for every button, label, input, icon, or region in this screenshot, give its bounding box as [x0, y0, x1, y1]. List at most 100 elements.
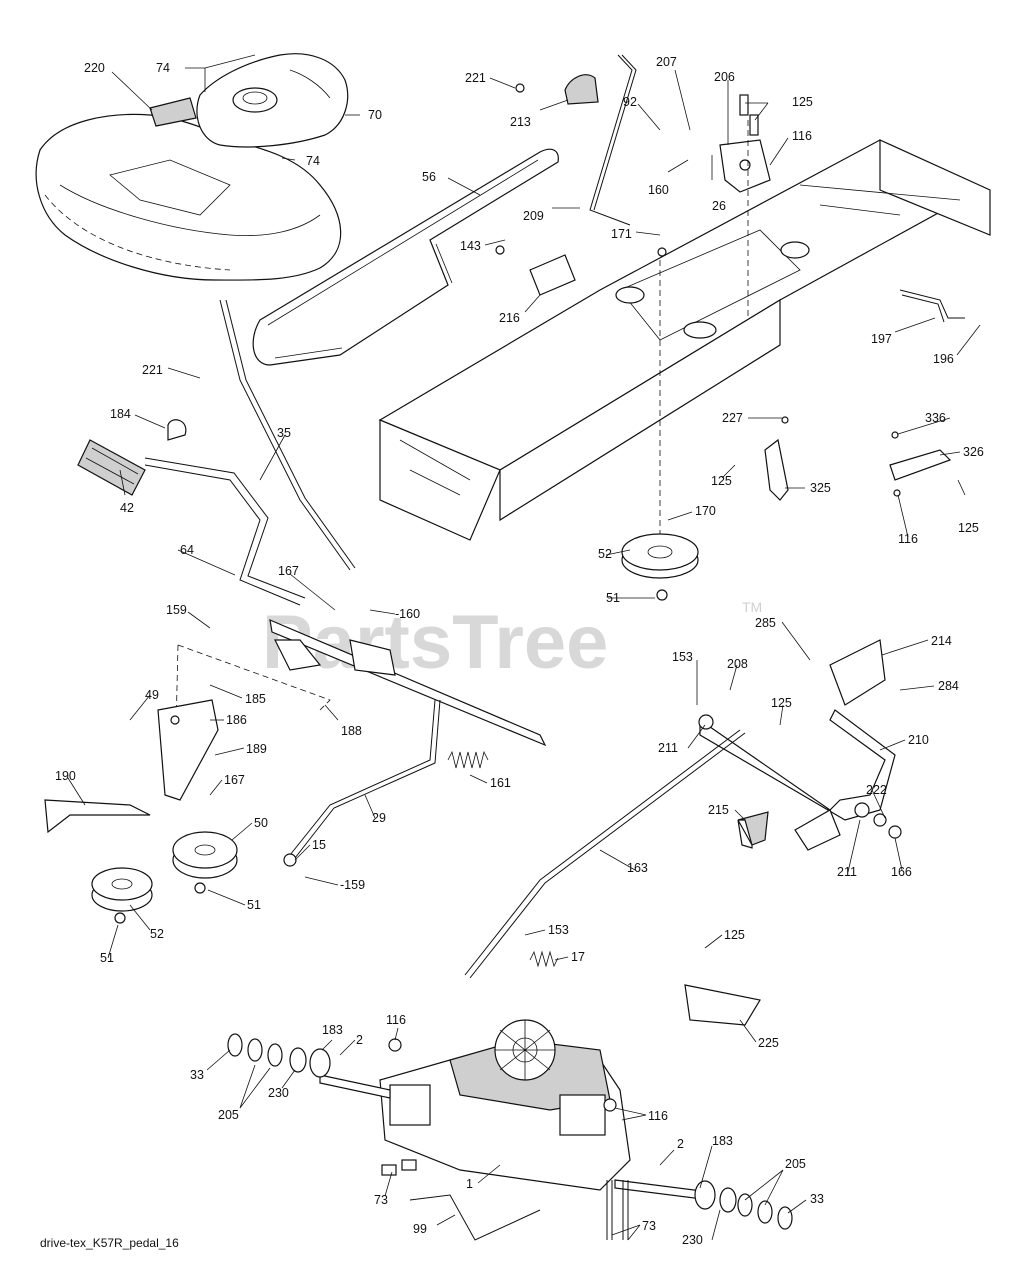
transaxle [379, 1019, 631, 1191]
callout-143: 143 [460, 239, 481, 253]
callout-188: 188 [341, 724, 362, 738]
rod-163 [464, 729, 746, 979]
bracket-189 [157, 699, 219, 801]
callout-186: 186 [226, 713, 247, 727]
brake-rod-197 [899, 289, 965, 323]
callout-184: 184 [110, 407, 131, 421]
callout-285: 285 [755, 616, 776, 630]
callout-125: 125 [958, 521, 979, 535]
callout-213: 213 [510, 115, 531, 129]
callout-211: 211 [837, 865, 857, 879]
callout-51: 51 [247, 898, 261, 912]
callout-73: 73 [642, 1219, 656, 1233]
spring-161 [447, 750, 489, 769]
pulley-52-center [621, 533, 699, 579]
bracket-206 [719, 139, 771, 193]
callout-70: 70 [368, 108, 382, 122]
rod-99 [409, 1194, 541, 1241]
rod-35 [219, 299, 356, 571]
callout-167: 167 [224, 773, 245, 787]
pedal-215 [737, 811, 769, 849]
callout-17: 17 [571, 950, 585, 964]
callout-160: 160 [648, 183, 669, 197]
bracket-225 [684, 984, 761, 1026]
callout-116: 116 [792, 129, 812, 143]
shaft-188 [269, 619, 547, 747]
callout-35: 35 [277, 426, 291, 440]
callout-183: 183 [712, 1134, 733, 1148]
callout-1: 1 [466, 1177, 473, 1191]
callout-284: 284 [938, 679, 959, 693]
callout-2: 2 [356, 1033, 363, 1047]
callout-51: 51 [100, 951, 114, 965]
callout-labels: 220 74 70 74 56 221 213 207 206 125 92 1… [55, 55, 984, 1247]
callout-153: 153 [548, 923, 569, 937]
trademark: TM [742, 599, 762, 615]
callout-99: 99 [413, 1222, 427, 1236]
idler-bracket-325 [764, 438, 789, 501]
callout-29: 29 [372, 811, 386, 825]
drive-belt [252, 148, 559, 366]
callout-2: 2 [677, 1137, 684, 1151]
callout-171: 171 [611, 227, 632, 241]
leader-lines [67, 54, 981, 1241]
handle-grip [77, 439, 146, 496]
callout-167: 167 [278, 564, 299, 578]
callout-196: 196 [933, 352, 954, 366]
callout-190: 190 [55, 769, 76, 783]
callout-125: 125 [792, 95, 813, 109]
callout-170: 170 [695, 504, 716, 518]
pedal-214 [829, 639, 886, 706]
callout-74: 74 [306, 154, 320, 168]
callout-166: 166 [891, 865, 912, 879]
callout-215: 215 [708, 803, 729, 817]
lever-64 [144, 457, 306, 606]
callout-50: 50 [254, 816, 268, 830]
callout-197: 197 [871, 332, 892, 346]
callout-227: 227 [722, 411, 743, 425]
axle-left [319, 1074, 391, 1099]
callout-161: 161 [490, 776, 511, 790]
bracket-190 [44, 799, 151, 834]
callout-33: 33 [810, 1192, 824, 1206]
rod-29 [289, 699, 441, 859]
callout-189: 189 [246, 742, 267, 756]
callout-74: 74 [156, 61, 170, 75]
callout-125: 125 [724, 928, 745, 942]
callout-225: 225 [758, 1036, 779, 1050]
callout-221: 221 [465, 71, 486, 85]
callout-230: 230 [268, 1086, 289, 1100]
fuel-tank-cover [196, 53, 349, 148]
body-shroud [35, 113, 342, 281]
callout-159: -159 [340, 878, 365, 892]
callout-153: 153 [672, 650, 693, 664]
callout-125: 125 [771, 696, 792, 710]
washers-left [227, 1033, 331, 1078]
callout-230: 230 [682, 1233, 703, 1247]
callout-183: 183 [322, 1023, 343, 1037]
bracket-216 [529, 254, 576, 296]
callout-211: 211 [658, 741, 678, 755]
callout-205: 205 [785, 1157, 806, 1171]
callout-205: 205 [218, 1108, 239, 1122]
callout-116: 116 [898, 532, 918, 546]
callout-336: 336 [925, 411, 946, 425]
pulley-52-left [91, 867, 153, 912]
callout-42: 42 [120, 501, 134, 515]
callout-214: 214 [931, 634, 952, 648]
main-frame [378, 139, 991, 541]
shift-rod [589, 54, 637, 226]
callout-33: 33 [190, 1068, 204, 1082]
callout-220: 220 [84, 61, 105, 75]
spring-17 [529, 950, 559, 968]
washers-right [694, 1180, 793, 1230]
callout-209: 209 [523, 209, 544, 223]
callout-208: 208 [727, 657, 748, 671]
callout-15: 15 [312, 838, 326, 852]
seat-cover-220 [149, 97, 197, 127]
callout-160: -160 [395, 607, 420, 621]
callout-222: 222 [866, 783, 887, 797]
callout-206: 206 [714, 70, 735, 84]
callout-51: 51 [606, 591, 620, 605]
